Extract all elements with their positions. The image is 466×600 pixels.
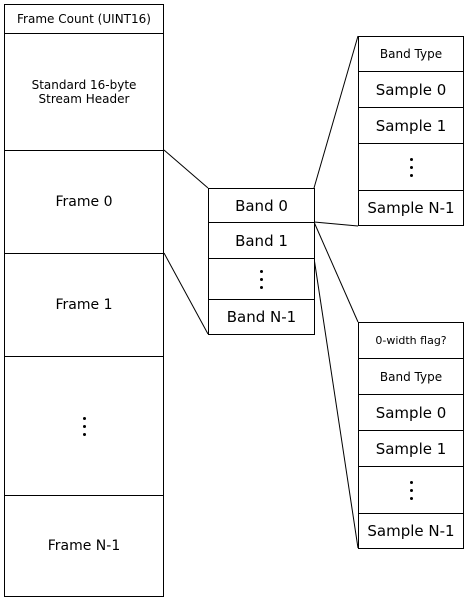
frame-0-cell: Frame 0 <box>4 150 164 254</box>
band1-sample-1-cell: Sample 1 <box>358 430 464 467</box>
band1-sample-last-label: Sample N-1 <box>367 522 455 540</box>
band1-band-type-cell: Band Type <box>358 358 464 395</box>
band1-zero-width-flag-label: 0-width flag? <box>375 334 447 347</box>
connector-frame0-bottom <box>163 252 209 335</box>
band0-band-type-cell: Band Type <box>358 36 464 72</box>
band-1-cell: Band 1 <box>208 222 315 259</box>
band0-sample-0-label: Sample 0 <box>375 80 447 99</box>
frame-0-label: Frame 0 <box>55 194 113 210</box>
band1-sample-0-label: Sample 0 <box>375 403 447 422</box>
vertical-ellipsis-icon <box>409 157 413 177</box>
band-ellipsis-cell <box>208 258 315 300</box>
band1-sample-last-cell: Sample N-1 <box>358 513 464 549</box>
band0-ellipsis-cell <box>358 143 464 191</box>
band1-band-type-label: Band Type <box>379 369 443 384</box>
band-last-cell: Band N-1 <box>208 299 315 335</box>
frame-ellipsis-cell <box>4 356 164 496</box>
frame-count-label: Frame Count (UINT16) <box>17 12 151 26</box>
connector-frame0-top <box>163 149 209 189</box>
connector-band1-top <box>313 221 359 323</box>
band0-sample-1-cell: Sample 1 <box>358 107 464 144</box>
band-1-label: Band 1 <box>235 231 288 250</box>
frame-1-cell: Frame 1 <box>4 253 164 357</box>
stream-header-cell: Standard 16-byte Stream Header <box>4 33 164 151</box>
band0-band-type-label: Band Type <box>379 47 443 61</box>
band1-sample-1-label: Sample 1 <box>375 439 447 458</box>
frame-1-label: Frame 1 <box>55 297 113 313</box>
connector-band0-top <box>313 35 359 189</box>
band0-sample-last-cell: Sample N-1 <box>358 190 464 226</box>
connector-band0-bottom <box>313 221 359 227</box>
band1-ellipsis-cell <box>358 466 464 514</box>
stream-header-line1: Standard 16-byte <box>31 78 137 92</box>
frame-last-label: Frame N-1 <box>47 538 121 554</box>
band1-sample-0-cell: Sample 0 <box>358 394 464 431</box>
vertical-ellipsis-icon <box>82 416 86 436</box>
band-last-label: Band N-1 <box>226 308 297 326</box>
vertical-ellipsis-icon <box>260 269 263 289</box>
band0-sample-1-label: Sample 1 <box>375 116 447 135</box>
band0-sample-0-cell: Sample 0 <box>358 71 464 108</box>
band-0-cell: Band 0 <box>208 188 315 223</box>
stream-header-line2: Stream Header <box>38 92 130 106</box>
frame-count-cell: Frame Count (UINT16) <box>4 4 164 34</box>
frame-last-cell: Frame N-1 <box>4 495 164 597</box>
connector-band1-bottom <box>313 257 359 549</box>
band0-sample-last-label: Sample N-1 <box>367 199 455 217</box>
band1-zero-width-flag-cell: 0-width flag? <box>358 322 464 359</box>
vertical-ellipsis-icon <box>409 480 413 500</box>
band-0-label: Band 0 <box>235 196 288 215</box>
